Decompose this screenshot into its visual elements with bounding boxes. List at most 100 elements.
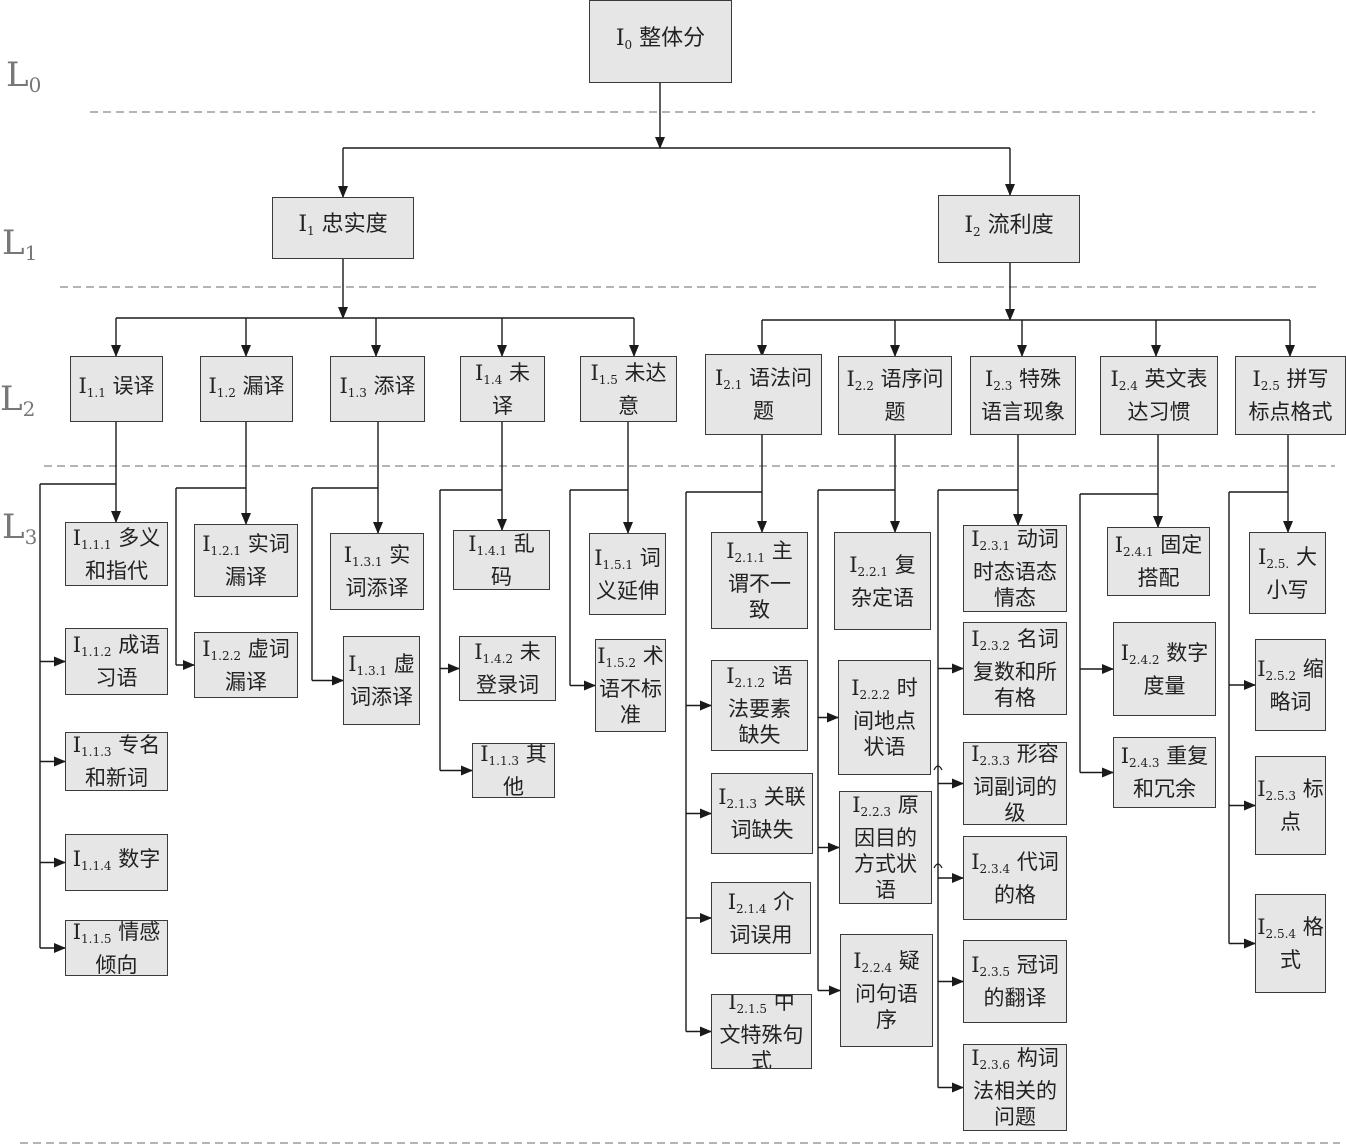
node-label: 语法要素缺失 bbox=[728, 664, 793, 747]
node-254: I2.5.4 格式 bbox=[1255, 894, 1326, 993]
node-235: I2.3.5 冠词的翻译 bbox=[963, 940, 1067, 1023]
node-index-letter: I bbox=[208, 373, 217, 398]
node-index: I1.2.1 bbox=[202, 532, 241, 558]
node-index-subscript: 2.3.2 bbox=[979, 639, 1011, 653]
node-index-letter: I bbox=[984, 367, 994, 391]
node-index-subscript: 1.3.1 bbox=[356, 664, 388, 678]
node-212: I2.1.2 语法要素缺失 bbox=[711, 660, 808, 751]
node-label: 大小写 bbox=[1266, 544, 1317, 602]
node-index: I1.4.2 bbox=[474, 640, 513, 666]
node-index: I1.3.1 bbox=[344, 543, 383, 569]
node-242: I2.4.2 数字度量 bbox=[1113, 622, 1216, 716]
node-label: 介词误用 bbox=[729, 889, 795, 947]
node-211: I2.1.1 主谓不一致 bbox=[711, 532, 808, 629]
node-11: I1.1 误译 bbox=[70, 356, 163, 422]
node-index-subscript: 0 bbox=[624, 37, 633, 52]
node-252: I2.5.2 缩略词 bbox=[1255, 639, 1326, 731]
node-label: 其他 bbox=[503, 743, 547, 798]
node-index-subscript: 2.1.4 bbox=[736, 901, 767, 916]
node-index-subscript: 2.2 bbox=[854, 379, 874, 393]
node-index: I1.2 bbox=[208, 373, 235, 400]
node-label: 固定搭配 bbox=[1137, 533, 1203, 590]
node-index-subscript: 1.1 bbox=[86, 385, 106, 400]
node-index-letter: I bbox=[594, 545, 603, 570]
node-index-subscript: 1.1.5 bbox=[81, 931, 112, 946]
node-index: I1.1 bbox=[78, 374, 106, 400]
node-label: 未登录词 bbox=[476, 640, 541, 697]
node-label: 情感倾向 bbox=[95, 920, 161, 976]
node-index-letter: I bbox=[971, 953, 980, 977]
node-index-letter: I bbox=[1257, 915, 1266, 939]
node-index: I2.5.3 bbox=[1257, 777, 1297, 803]
node-label: 名词复数和所有格 bbox=[973, 627, 1059, 710]
node-index-subscript: 2.1 bbox=[723, 378, 743, 392]
node-label: 流利度 bbox=[987, 213, 1054, 238]
node-index: I1.5.2 bbox=[597, 644, 636, 670]
node-111: I1.1.1 多义和指代 bbox=[65, 522, 168, 586]
node-label: 添译 bbox=[373, 373, 416, 398]
node-label: 动词时态语态情态 bbox=[973, 527, 1059, 610]
node-115: I1.1.5 情感倾向 bbox=[65, 920, 168, 976]
node-index: I1.3 bbox=[339, 374, 366, 400]
node-index-letter: I bbox=[714, 366, 724, 390]
node-index-subscript: 1.1.3 bbox=[488, 754, 520, 768]
node-label: 整体分 bbox=[639, 25, 706, 51]
node-142: I1.4.2 未登录词 bbox=[459, 636, 556, 701]
node-index-subscript: 2.5.3 bbox=[1265, 789, 1297, 803]
node-index-subscript: 2.3.3 bbox=[979, 754, 1011, 768]
node-12: I1.2 漏译 bbox=[200, 356, 293, 422]
node-index: I2.3.1 bbox=[971, 527, 1010, 553]
node-index: I2.3.3 bbox=[971, 742, 1011, 768]
node-index-letter: I bbox=[852, 793, 861, 817]
node-215: I2.1.5 中文特殊句式 bbox=[711, 994, 812, 1069]
node-index: I1.1.3 bbox=[480, 744, 520, 768]
node-label: 复杂定语 bbox=[851, 552, 916, 610]
node-index: I1.1.5 bbox=[72, 920, 112, 946]
level-label-l3: L3 bbox=[2, 507, 38, 549]
node-index: I1.4.1 bbox=[468, 531, 507, 558]
node-label: 语序问题 bbox=[880, 367, 944, 424]
node-index-letter: I bbox=[1120, 744, 1130, 768]
node-index: I2.4.1 bbox=[1115, 533, 1154, 559]
node-index-letter: I bbox=[971, 527, 980, 551]
node-index: I1 bbox=[298, 212, 314, 238]
node-index-letter: I bbox=[468, 531, 477, 556]
node-label: 实词添译 bbox=[345, 543, 411, 600]
node-22: I2.2 语序问题 bbox=[838, 356, 952, 435]
node-index-letter: I bbox=[1110, 367, 1119, 391]
node-index-letter: I bbox=[971, 1046, 980, 1070]
node-label: 冠词的翻译 bbox=[983, 953, 1059, 1010]
node-index: I1.5 bbox=[590, 361, 617, 387]
node-index-letter: I bbox=[72, 920, 82, 944]
node-114: I1.1.4 数字 bbox=[65, 834, 168, 891]
node-index-subscript: 2.1.2 bbox=[734, 676, 766, 690]
node-index-subscript: 2.2.3 bbox=[860, 805, 892, 819]
node-index: I2.3 bbox=[984, 367, 1012, 393]
level-label-l2: L2 bbox=[0, 379, 36, 421]
node-index-letter: I bbox=[971, 849, 980, 874]
node-232: I2.3.2 名词复数和所有格 bbox=[963, 622, 1067, 715]
node-index: I2.5.4 bbox=[1257, 915, 1296, 941]
node-index: I2.1.4 bbox=[728, 890, 767, 916]
node-index-letter: I bbox=[971, 627, 980, 651]
node-index: I2.3.4 bbox=[971, 849, 1010, 876]
node-label: 标点 bbox=[1280, 777, 1324, 834]
node-index-letter: I bbox=[971, 742, 980, 766]
node-index-subscript: 2.4.3 bbox=[1129, 756, 1160, 770]
line-hop bbox=[933, 863, 943, 869]
node-253: I2.5.3 标点 bbox=[1255, 756, 1326, 855]
node-label: 语法问题 bbox=[749, 366, 813, 423]
node-231: I2.3.1 动词时态语态情态 bbox=[963, 525, 1067, 612]
node-241: I2.4.1 固定搭配 bbox=[1107, 527, 1210, 596]
node-label: 构词法相关的问题 bbox=[973, 1046, 1059, 1129]
node-141: I1.4.1 乱码 bbox=[453, 530, 550, 590]
node-151: I1.5.1 词义延伸 bbox=[589, 533, 666, 615]
node-2: I2 流利度 bbox=[938, 195, 1080, 263]
node-131: I1.3.1 实词添译 bbox=[330, 533, 424, 610]
node-index: I1.1.2 bbox=[73, 633, 112, 659]
node-index-subscript: 1.2.2 bbox=[210, 648, 242, 663]
node-13: I1.3 添译 bbox=[330, 356, 425, 422]
level-label-l1: L1 bbox=[2, 223, 38, 265]
